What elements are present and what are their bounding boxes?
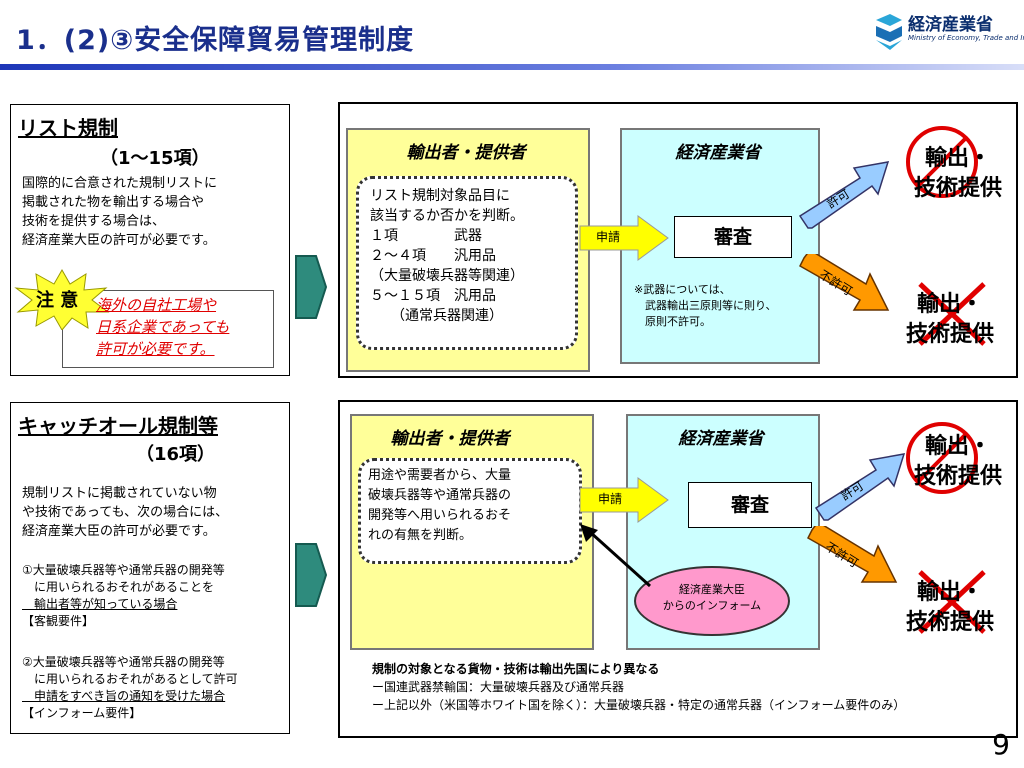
catch-all-description: 規制リストに掲載されていない物 や技術であっても、次の場合には、 経済産業大臣の… [22, 486, 229, 539]
result-denied-2: 輸出・ 技術提供 [905, 580, 994, 635]
result-allowed: 輸出・ 技術提供 [913, 146, 1002, 201]
list-control-items-range: （1～15項） [100, 148, 210, 169]
meti-title: 経済産業省 [675, 143, 761, 163]
review-box-2: 審査 [688, 482, 812, 528]
section2-flow-arrow-icon [295, 543, 328, 607]
judgement-text-2: 用途や需要者から、大量 破壊兵器等や通常兵器の 開発等へ用いられるおそ れの有無… [368, 468, 512, 543]
exporter-title: 輸出者・提供者 [406, 143, 526, 163]
judgement-box [356, 176, 578, 350]
catch-all-box [10, 402, 290, 734]
inform-arrow-icon [580, 524, 652, 588]
result-denied: 輸出・ 技術提供 [905, 292, 994, 347]
meti-logo-text: 経済産業省 [908, 15, 993, 35]
result-allowed-2: 輸出・ 技術提供 [913, 434, 1002, 489]
apply-label-2: 申請 [598, 492, 623, 506]
apply-label: 申請 [596, 230, 621, 244]
apply-arrow-icon [579, 215, 669, 261]
list-control-description: 国際的に合意された規制リストに 掲載された物を輸出する場合や 技術を提供する場合… [22, 176, 218, 248]
meti-title-2: 経済産業省 [678, 429, 764, 449]
prohibition-circle-icon-2 [906, 422, 978, 494]
inform-requirement: ②大量破壊兵器等や通常兵器の開発等 に用いられるおそれがあるとして許可 申請をす… [22, 655, 238, 720]
caution-label: 注 意 [36, 290, 79, 311]
meti-logo-subtitle: Ministry of Economy, Trade and Industry [908, 34, 1024, 42]
page-number: 9 [992, 728, 1010, 761]
inform-bubble [634, 566, 790, 636]
caution-text: 海外の自社工場や 日系企業であっても 許可が必要です。 [96, 296, 230, 358]
meti-logo-icon [876, 14, 902, 50]
deny-arrow-icon [799, 254, 890, 311]
section1-flow-arrow-icon [295, 255, 328, 319]
list-control-heading: リスト規制 [18, 116, 118, 140]
deny-arrow-icon-2 [807, 526, 898, 583]
review-box: 審査 [674, 216, 792, 258]
apply-arrow-icon-2 [579, 477, 669, 523]
cross-mark-icon-2 [918, 570, 986, 634]
cross-mark-icon [918, 282, 986, 346]
objective-requirement: ①大量破壊兵器等や通常兵器の開発等 に用いられるおそれがあることを 輸出者等が知… [22, 563, 225, 628]
caution-starburst-icon [14, 268, 110, 330]
exporter-title-2: 輸出者・提供者 [390, 429, 510, 449]
destination-note: 規制の対象となる貨物・技術は輸出先国により異なる ー国連武器禁輸国：大量破壊兵器… [372, 662, 906, 712]
catch-all-items-range: （16項） [136, 444, 216, 465]
judgement-text: リスト規制対象品目に 該当するか否かを判断。 １項 武器 ２～４項 汎用品 （大… [370, 188, 524, 324]
page-title: 1．(2)③安全保障貿易管理制度 [16, 25, 415, 56]
prohibition-circle-icon [906, 126, 978, 198]
judgement-box-2 [358, 458, 582, 564]
caution-note-box [62, 290, 274, 368]
permit-arrow-icon [798, 161, 890, 229]
title-underline [0, 64, 1024, 70]
inform-text: 経済産業大臣 からのインフォーム [662, 583, 762, 612]
catch-all-heading: キャッチオール規制等 [18, 414, 218, 438]
permit-arrow-icon-2 [814, 453, 906, 521]
weapons-note: ※武器については、 武器輸出三原則等に則り、 原則不許可。 [634, 283, 777, 328]
